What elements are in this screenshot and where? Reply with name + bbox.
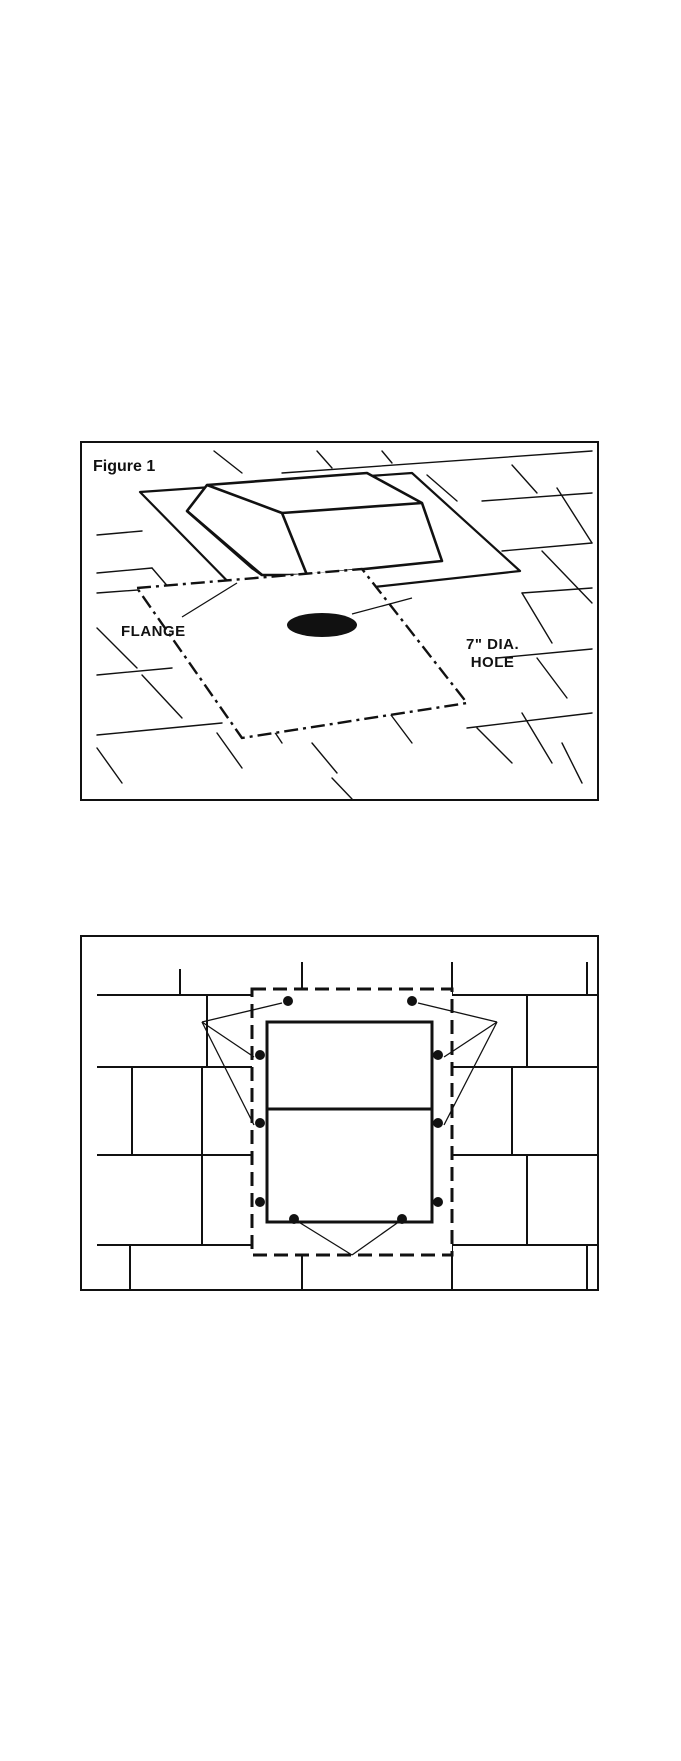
hole-label-line-2: HOLE — [466, 654, 519, 672]
figure-1-roof-vent-illustration: Figure 1 FLANGE 7" DIA. HOLE — [80, 441, 599, 801]
figure-2-nailing-pattern — [80, 935, 599, 1291]
vent-hole — [287, 613, 357, 637]
hole-label: 7" DIA. HOLE — [466, 636, 519, 672]
vent-body — [267, 1022, 432, 1222]
roof-vent-drawing — [82, 443, 597, 799]
nailing-pattern-drawing — [82, 937, 597, 1289]
flange-label: FLANGE — [121, 623, 186, 641]
figure-title: Figure 1 — [93, 458, 155, 476]
hole-label-line-1: 7" DIA. — [466, 636, 519, 654]
hole-cutout-outline — [137, 569, 467, 738]
